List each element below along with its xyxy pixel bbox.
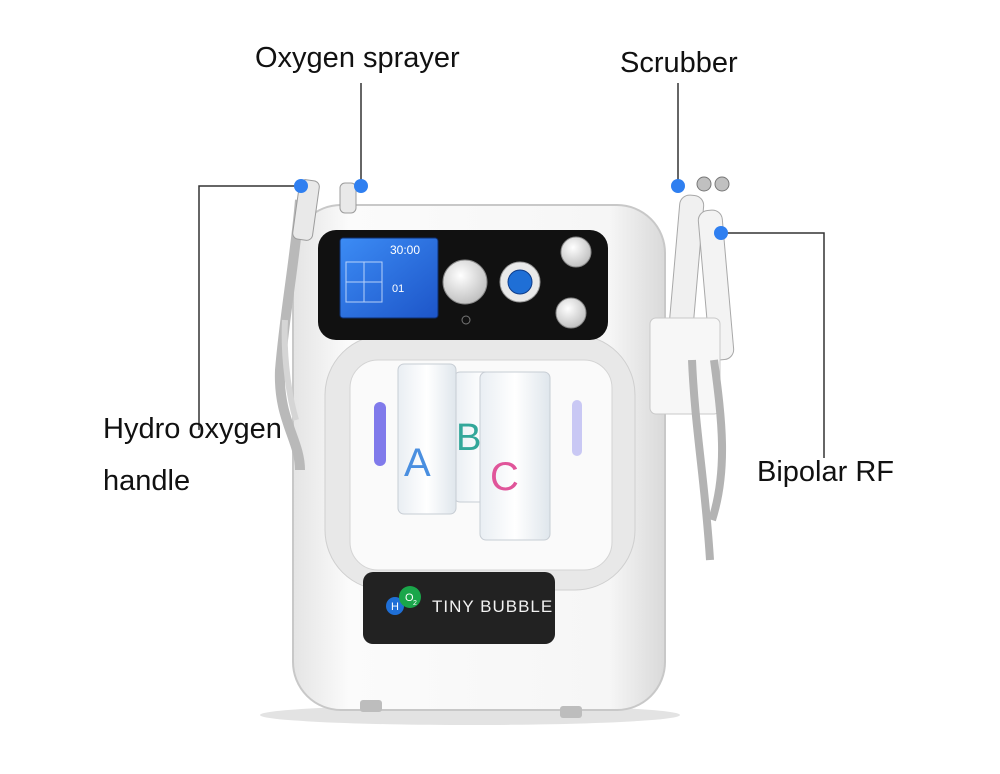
bottle-group: A B C (397, 363, 551, 541)
bottle-c-letter: C (490, 455, 519, 499)
right-handles (649, 176, 735, 561)
logo-h-circle (386, 597, 404, 615)
hydro-handle-dot (294, 179, 308, 193)
logo-o-text: O (405, 592, 414, 604)
power-indicator (461, 315, 471, 325)
blue-light-right (572, 400, 582, 456)
label-hydro-oxygen-line2: handle (103, 465, 191, 497)
callout-lines (198, 83, 825, 458)
bottle-a-letter: A (404, 441, 431, 485)
logo-h-text: H (391, 601, 399, 613)
screen-level: 01 (392, 283, 404, 295)
label-hydro-oxygen-line1: Hydro oxygen (103, 413, 282, 445)
screen-time: 30:00 (390, 243, 420, 257)
main-knob[interactable] (442, 259, 488, 305)
logo-subscript: 2 (413, 600, 417, 607)
brand-name: TINY BUBBLE (432, 597, 553, 616)
blue-light-left (374, 402, 386, 466)
label-bipolar-rf: Bipolar RF (757, 456, 894, 488)
oxygen-sprayer-dot (354, 179, 368, 193)
hydro-oxygen-handle (274, 179, 320, 471)
label-oxygen-sprayer: Oxygen sprayer (255, 42, 460, 74)
handle-holder (649, 317, 721, 415)
bipolar-rf-line (721, 232, 825, 458)
scrubber-dot (671, 179, 685, 193)
bottle-c (479, 371, 551, 541)
label-scrubber: Scrubber (620, 47, 738, 79)
bipolar-rf-dot (714, 226, 728, 240)
bottle-b-letter: B (456, 417, 481, 459)
gauge-knob[interactable] (507, 269, 533, 295)
oxygen-sprayer (339, 182, 357, 214)
foot-right (560, 706, 582, 718)
touch-screen (339, 237, 439, 319)
hydro-handle-line (198, 185, 301, 430)
lower-right-knob[interactable] (555, 297, 587, 329)
callout-dots (294, 179, 728, 240)
bottle-a (397, 363, 457, 515)
logo-o-circle (399, 586, 421, 608)
upper-right-knob[interactable] (560, 236, 592, 268)
foot-left (360, 700, 382, 712)
